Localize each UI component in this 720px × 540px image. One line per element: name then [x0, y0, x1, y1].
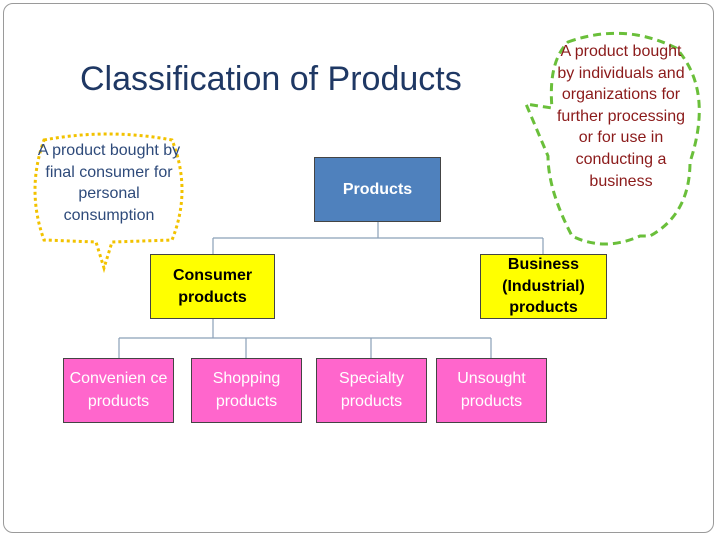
node-products: Products [314, 157, 441, 222]
callout-business-shape [523, 31, 701, 246]
node-consumer-products: Consumer products [150, 254, 275, 319]
node-specialty-label: Specialty products [339, 370, 404, 410]
node-unsought-label: Unsought products [457, 370, 526, 410]
page-title: Classification of Products [80, 60, 462, 98]
node-unsought-products: Unsought products [436, 358, 547, 423]
callout-business-text: A product bought by individuals and orga… [556, 43, 686, 190]
node-business-products: Business (Industrial) products [480, 254, 607, 319]
node-convenience-label: Convenien ce products [69, 370, 168, 410]
node-products-label: Products [342, 180, 413, 198]
node-shopping-label: Shopping products [212, 370, 281, 410]
node-consumer-products-label: Consumer products [172, 266, 253, 306]
callout-consumer-text: A product bought by final consumer for p… [37, 142, 181, 224]
callout-consumer-shape [33, 132, 184, 274]
node-business-products-label: Business (Industrial) products [502, 256, 585, 317]
slide-frame [3, 3, 714, 533]
node-specialty-products: Specialty products [316, 358, 427, 423]
node-shopping-products: Shopping products [191, 358, 302, 423]
node-convenience-products: Convenien ce products [63, 358, 174, 423]
